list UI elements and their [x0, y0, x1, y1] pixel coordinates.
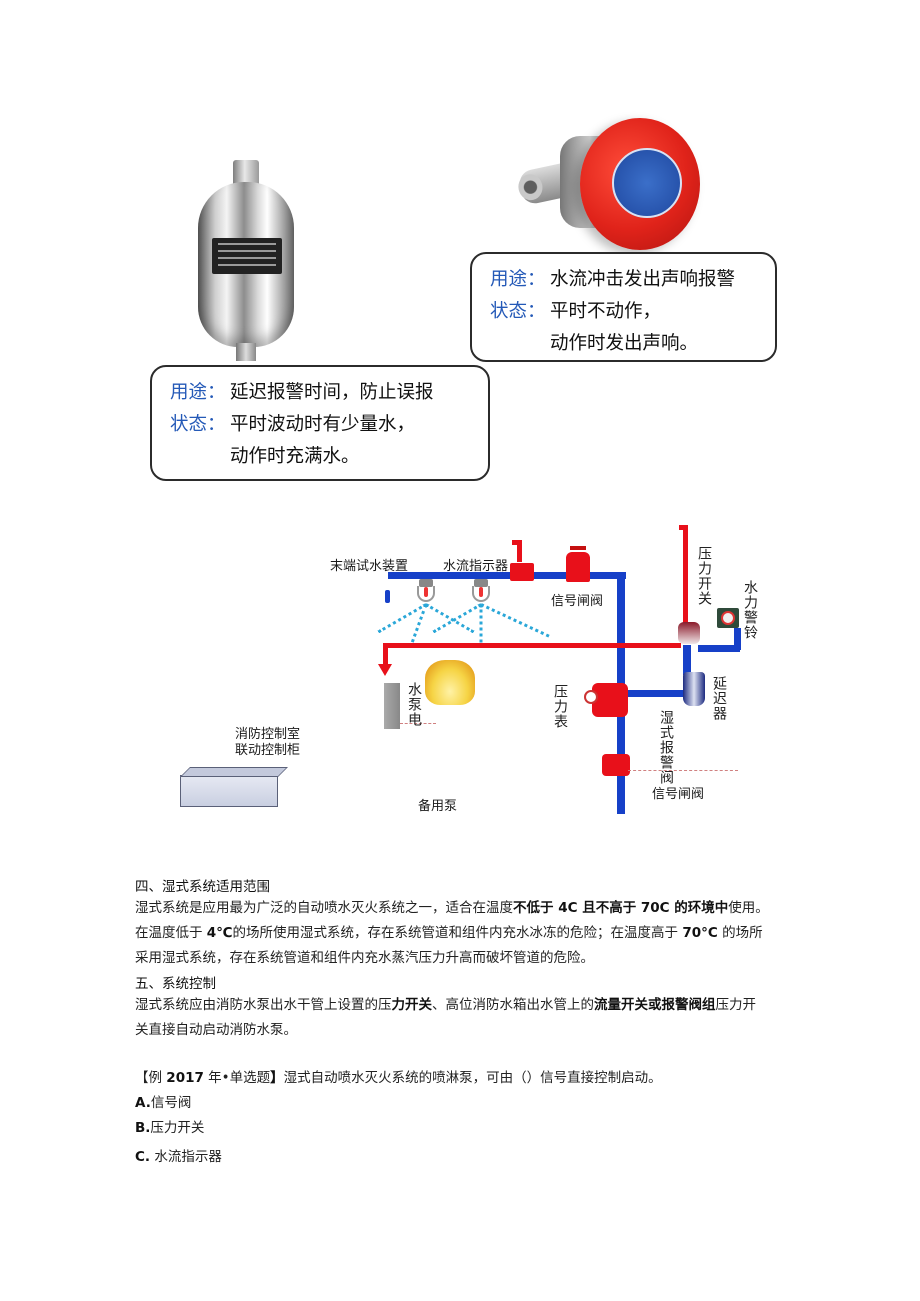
spray-pattern: [432, 603, 482, 634]
state-label: 状态：: [490, 301, 546, 322]
signal-gate-valve-icon: [566, 552, 590, 582]
pressure-switch-line-top: [679, 525, 688, 530]
option-c: C. 水流指示器: [135, 1149, 222, 1165]
state-text-2: 动作时发出声响。: [550, 333, 699, 354]
tank-outlet: [236, 343, 256, 361]
flow-indicator-line-top: [512, 540, 522, 545]
bell-riser-pipe: [734, 628, 741, 650]
section5-line-2: 关直接自动启动消防水泵。: [135, 1022, 297, 1038]
question-year: 2017: [166, 1070, 204, 1086]
section5-body: 湿式系统应由消防水泵出水干管上设置的压力开关、高位消防水箱出水管上的流量开关或报…: [135, 993, 795, 1043]
label-control-room: 消防控制室: [235, 727, 301, 742]
retard-chamber-image: [196, 160, 296, 365]
tank-nameplate: [212, 238, 282, 274]
callout-state-row-2: 动作时发出声响。: [490, 328, 757, 360]
use-text: 水流冲击发出声响报警: [550, 269, 736, 290]
section5-line-1: 湿式系统应由消防水泵出水干管上设置的压力开关、高位消防水箱出水管上的流量开关或报…: [135, 997, 756, 1013]
state-text-2: 动作时充满水。: [230, 446, 360, 467]
label-water-bell: 水力警铃: [742, 580, 758, 640]
section5-heading: 五、系统控制: [135, 976, 216, 992]
callout-state-row: 状态： 平时波动时有少量水，: [170, 409, 470, 441]
section4-heading: 四、湿式系统适用范围: [135, 879, 270, 895]
pressure-switch-line: [683, 525, 688, 625]
label-linkage-cabinet: 联动控制柜: [235, 743, 301, 758]
question-stem: 【例 2017 年•单选题】湿式自动喷水灭火系统的喷淋泵，可由（）信号直接控制启…: [135, 1070, 662, 1086]
tank-neck: [233, 160, 259, 186]
use-text: 延迟报警时间，防止误报: [230, 382, 434, 403]
signal-arrow-icon: [378, 664, 392, 676]
retard-to-switch-pipe: [683, 645, 691, 675]
main-branch-pipe: [388, 572, 626, 579]
valve-handwheel-icon: [570, 546, 586, 550]
retard-chamber-icon: [683, 672, 705, 706]
example-question: 【例 2017 年•单选题】湿式自动喷水灭火系统的喷淋泵，可由（）信号直接控制启…: [135, 1066, 795, 1170]
section4-body: 湿式系统是应用最为广泛的自动喷水灭火系统之一，适合在温度不低于 4C 且不高于 …: [135, 896, 795, 971]
signal-line-horizontal: [383, 643, 681, 648]
signal-line-down: [383, 643, 388, 669]
retard-chamber-callout: 用途： 延迟报警时间，防止误报 状态： 平时波动时有少量水， 动作时充满水。: [150, 365, 490, 481]
spray-pattern: [480, 603, 550, 638]
option-a: A.信号阀: [135, 1095, 192, 1111]
fire-icon: [425, 660, 475, 705]
label-signal-valve-top: 信号闸阀: [551, 594, 604, 609]
spray-pattern: [479, 604, 483, 643]
water-bell-icon: [717, 608, 739, 628]
section4-line-3: 采用湿式系统，存在系统管道和组件内充水蒸汽压力升高而破坏管道的危险。: [135, 950, 594, 966]
end-test-gauge: [385, 590, 390, 603]
callout-state-row: 状态： 平时不动作，: [490, 296, 757, 328]
spray-pattern: [425, 603, 475, 634]
label-signal-valve-bottom: 信号闸阀: [652, 787, 705, 802]
label-wet-alarm-valve: 湿式报警阀: [658, 710, 674, 785]
callout-state-row-2: 动作时充满水。: [170, 441, 470, 473]
label-pump-power: 水泵电: [406, 682, 422, 727]
bottom-signal-valve-icon: [602, 754, 630, 776]
sprinkler-head-icon: [470, 579, 492, 603]
bell-feed-pipe: [698, 645, 740, 652]
flow-indicator-line: [517, 540, 522, 562]
flow-indicator-icon: [510, 563, 534, 581]
label-pressure-gauge: 压力表: [552, 684, 568, 729]
label-pressure-switch: 压力开关: [696, 546, 712, 606]
leader-line: [628, 770, 738, 771]
label-retard-chamber: 延迟器: [711, 676, 727, 721]
bell-badge-icon: [612, 148, 682, 218]
state-label: 状态：: [170, 414, 226, 435]
alarm-bell-callout: 用途： 水流冲击发出声响报警 状态： 平时不动作， 动作时发出声响。: [470, 252, 777, 362]
use-label: 用途：: [490, 269, 546, 290]
temperature-range: 不低于 4C 且不高于 70C 的环境中: [513, 900, 729, 916]
retard-feed-pipe: [625, 690, 687, 697]
pump-power-box: [384, 683, 400, 729]
control-cabinet-icon: [180, 775, 278, 807]
leader-line: [400, 723, 436, 724]
section4-line-2: 在温度低于 4℃的场所使用湿式系统，存在系统管道和组件内充水冰冻的危险；在温度高…: [135, 925, 763, 941]
label-flow-indicator: 水流指示器: [443, 559, 509, 574]
callout-use-row: 用途： 水流冲击发出声响报警: [490, 264, 757, 296]
callout-use-row: 用途： 延迟报警时间，防止误报: [170, 377, 470, 409]
option-b: B.压力开关: [135, 1120, 205, 1136]
sprinkler-head-icon: [415, 579, 437, 603]
alarm-bell-image: [517, 118, 700, 253]
section4-line-1: 湿式系统是应用最为广泛的自动喷水灭火系统之一，适合在温度不低于 4C 且不高于 …: [135, 900, 769, 916]
state-text-1: 平时不动作，: [550, 301, 662, 322]
label-backup-pump: 备用泵: [418, 799, 458, 814]
label-end-test-device: 末端试水装置: [330, 559, 409, 574]
pressure-gauge-icon: [584, 690, 598, 704]
use-label: 用途：: [170, 382, 226, 403]
pressure-switch-icon: [678, 622, 700, 644]
state-text-1: 平时波动时有少量水，: [230, 414, 416, 435]
wet-alarm-valve-icon: [592, 683, 628, 717]
